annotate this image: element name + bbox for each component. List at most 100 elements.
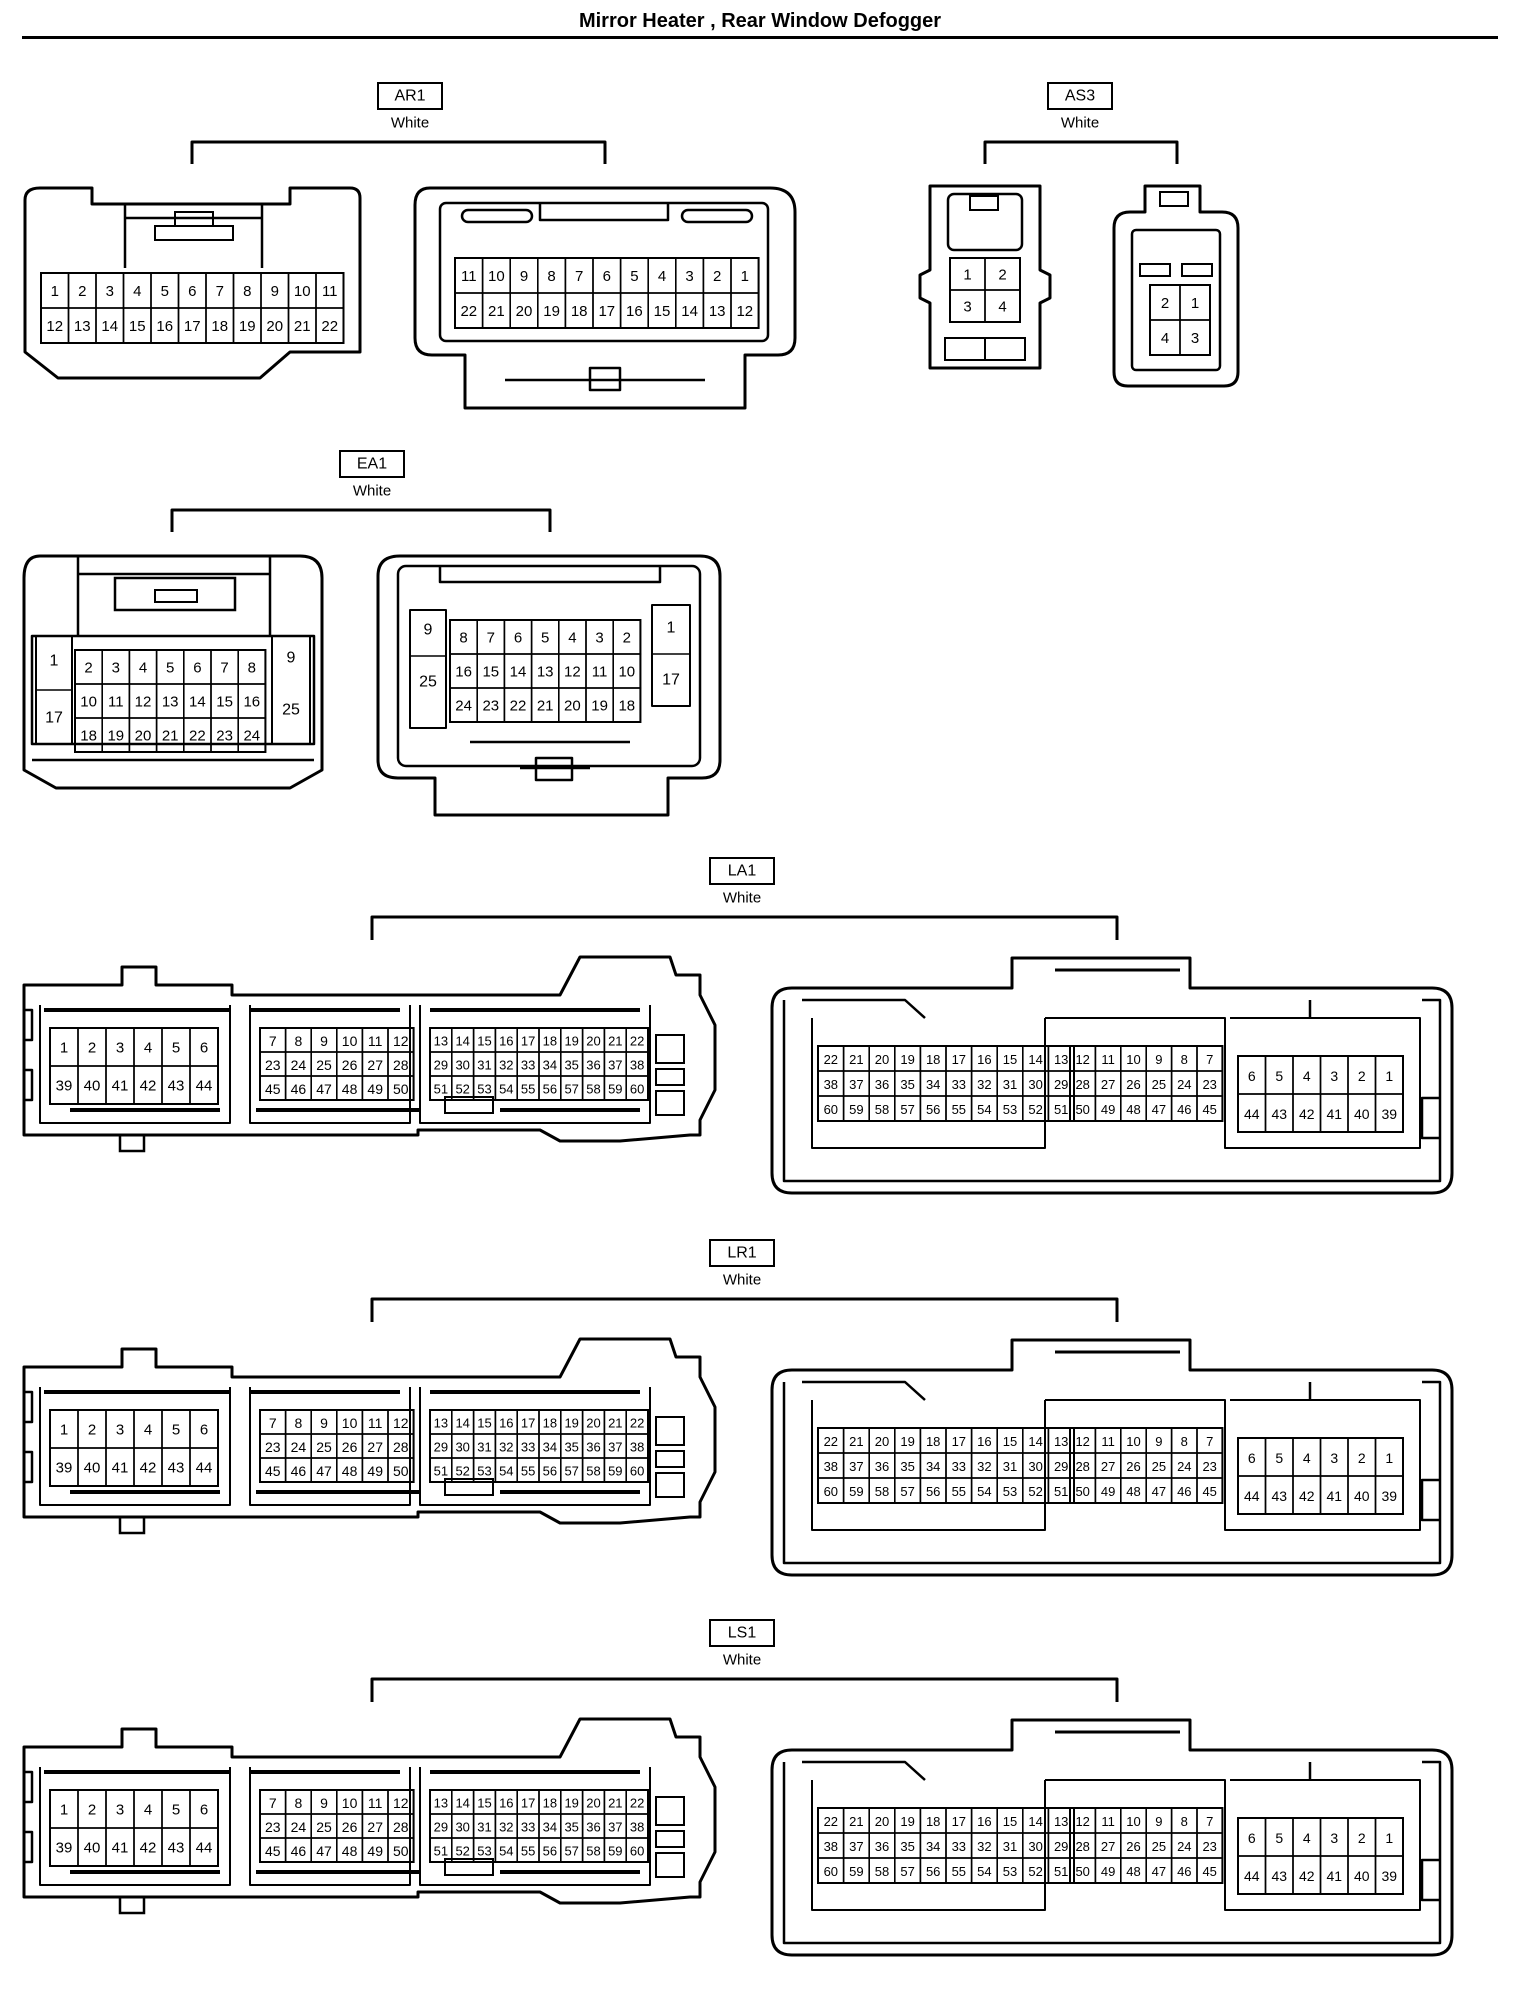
pin-number: 26: [1126, 1077, 1140, 1092]
pin-number: 24: [291, 1819, 307, 1835]
pin-number: 20: [266, 318, 283, 335]
pin-number: 19: [900, 1052, 914, 1067]
pin-number: 45: [1202, 1484, 1216, 1499]
pin-number: 25: [316, 1819, 332, 1835]
pin-number: 58: [586, 1844, 600, 1859]
pin-number: 12: [1075, 1814, 1089, 1829]
pin-number: 36: [586, 1440, 600, 1455]
pin-number: 60: [630, 1844, 644, 1859]
pin-number: 43: [1271, 1868, 1287, 1884]
pin-number: 26: [342, 1057, 358, 1073]
pin-number: 7: [269, 1795, 277, 1811]
pin-number: 54: [499, 1082, 513, 1097]
pin-number: 55: [952, 1864, 966, 1879]
pin-number: 31: [1003, 1839, 1017, 1854]
pin-number: 43: [168, 1078, 185, 1095]
pin-number: 42: [140, 1078, 157, 1095]
pin-number: 12: [393, 1795, 409, 1811]
pin-number: 36: [875, 1077, 889, 1092]
pin-number: 48: [1126, 1484, 1140, 1499]
pin-number: 15: [477, 1034, 491, 1049]
pin-number: 18: [926, 1814, 940, 1829]
pin-number: 2: [88, 1802, 96, 1819]
pin-number: 40: [1354, 1106, 1370, 1122]
pin-number: 15: [216, 694, 233, 711]
pin-number: 32: [977, 1839, 991, 1854]
pin-number: 59: [608, 1082, 622, 1097]
pin-number: 51: [434, 1464, 448, 1479]
pin-number: 13: [1054, 1052, 1068, 1067]
pin-number: 9: [320, 1795, 328, 1811]
pin-number: 5: [161, 283, 169, 300]
pin-number: 50: [393, 1463, 409, 1479]
pin-number: 44: [1244, 1488, 1260, 1504]
pin-number: 3: [1330, 1450, 1338, 1466]
pin-number: 5: [1275, 1068, 1283, 1084]
pin-number: 29: [1054, 1077, 1068, 1092]
pin-number: 17: [521, 1796, 535, 1811]
pin-number: 5: [1275, 1450, 1283, 1466]
pin-number: 11: [322, 283, 338, 300]
pin-number: 22: [630, 1416, 644, 1431]
pin-number: 1: [51, 283, 59, 300]
pin-number: 24: [291, 1057, 307, 1073]
pin-number: 14: [455, 1796, 469, 1811]
pin-number: 34: [543, 1058, 557, 1073]
pin-number: 8: [295, 1415, 303, 1431]
pin-number: 27: [367, 1057, 383, 1073]
pin-number: 56: [926, 1864, 940, 1879]
pin-number: 13: [709, 303, 726, 320]
pin-number: 19: [900, 1434, 914, 1449]
pin-number: 2: [1358, 1830, 1366, 1846]
pin-number: 8: [1181, 1434, 1188, 1449]
pin-number: 37: [849, 1459, 863, 1474]
pin-number: 45: [265, 1081, 281, 1097]
pin-number: 7: [1206, 1052, 1213, 1067]
pin-number: 32: [499, 1440, 513, 1455]
pin-number: 43: [1271, 1488, 1287, 1504]
pin-number: 34: [926, 1459, 940, 1474]
pin-number: 4: [658, 268, 666, 285]
pin-number: 52: [1028, 1102, 1042, 1117]
page-title: Mirror Heater , Rear Window Defogger: [578, 10, 942, 32]
pin-number: 26: [1126, 1459, 1140, 1474]
pin-number: 25: [282, 702, 300, 719]
pin-number: 4: [1303, 1830, 1311, 1846]
pin-number: 55: [521, 1844, 535, 1859]
pin-number: 31: [1003, 1459, 1017, 1474]
pin-number: 39: [56, 1078, 73, 1095]
pin-number: 29: [434, 1058, 448, 1073]
pin-number: 14: [681, 303, 698, 320]
pin-number: 38: [824, 1077, 838, 1092]
pin-number: 46: [1177, 1864, 1191, 1879]
pin-number: 9: [1155, 1434, 1162, 1449]
pin-number: 18: [618, 698, 635, 715]
pin-number: 60: [824, 1102, 838, 1117]
pin-number: 19: [107, 728, 124, 745]
pin-number: 51: [434, 1844, 448, 1859]
pin-number: 2: [84, 660, 92, 677]
pin-number: 21: [849, 1052, 863, 1067]
pin-number: 50: [393, 1081, 409, 1097]
pin-number: 15: [1003, 1814, 1017, 1829]
connector-color: White: [391, 115, 429, 132]
pin-number: 35: [564, 1820, 578, 1835]
pin-number: 13: [1054, 1814, 1068, 1829]
pin-number: 27: [367, 1819, 383, 1835]
pin-number: 29: [1054, 1839, 1068, 1854]
connector-id: EA1: [357, 456, 387, 473]
connector-color: White: [353, 483, 391, 500]
pin-number: 42: [1299, 1868, 1315, 1884]
pin-number: 12: [393, 1033, 409, 1049]
pin-number: 25: [1152, 1839, 1166, 1854]
pin-number: 22: [189, 728, 206, 745]
pin-number: 19: [564, 1416, 578, 1431]
pin-number: 25: [1152, 1459, 1166, 1474]
pin-number: 24: [1177, 1077, 1191, 1092]
pin-number: 18: [211, 318, 228, 335]
pin-number: 53: [477, 1844, 491, 1859]
pin-number: 60: [630, 1082, 644, 1097]
pin-number: 24: [291, 1439, 307, 1455]
